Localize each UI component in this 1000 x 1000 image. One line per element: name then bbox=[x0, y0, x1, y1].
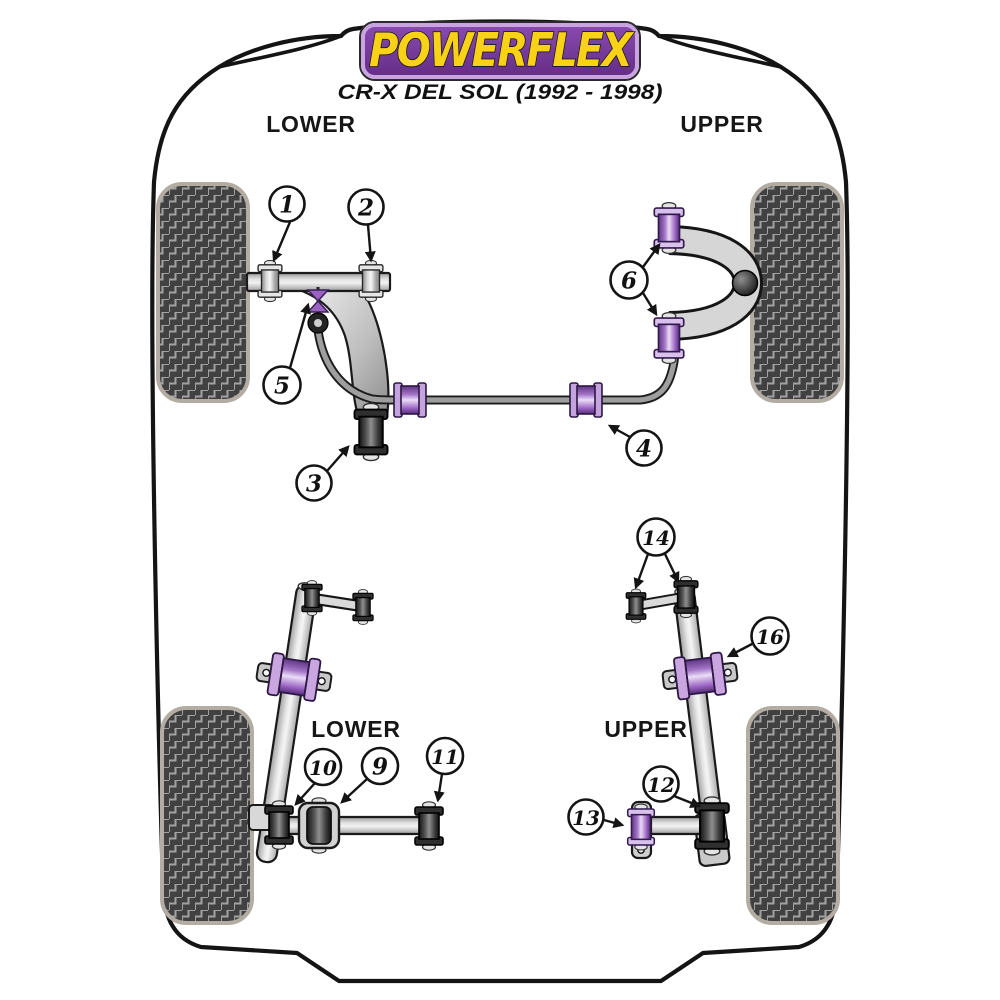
callout-11: 11 bbox=[425, 736, 465, 803]
callout-2-number: 2 bbox=[357, 195, 374, 222]
bushing-12 bbox=[694, 796, 730, 856]
callout-10: 10 bbox=[294, 747, 343, 806]
callout-10-number: 10 bbox=[309, 756, 337, 780]
rear-upper-label: UPPER bbox=[604, 716, 687, 742]
logo-badge bbox=[361, 23, 639, 79]
callout-5: 5 bbox=[262, 302, 311, 405]
vehicle-model-label: CR-X DEL SOL (1992 - 1998) bbox=[338, 80, 663, 104]
callout-3: 3 bbox=[295, 445, 350, 502]
callout-5-number: 5 bbox=[274, 373, 290, 400]
bushing-3 bbox=[353, 402, 389, 462]
car-body-outline bbox=[150, 19, 850, 984]
callout-1-number: 1 bbox=[279, 192, 295, 219]
callout-3-number: 3 bbox=[306, 471, 322, 498]
callout-2: 2 bbox=[347, 188, 385, 263]
callout-6-number: 6 bbox=[621, 268, 637, 295]
callout-12: 12 bbox=[642, 765, 702, 808]
rear-right-top-link bbox=[639, 594, 681, 609]
right-headlight-line bbox=[657, 34, 783, 69]
front-upper-label: UPPER bbox=[680, 111, 763, 137]
rear-lower-label: LOWER bbox=[311, 716, 401, 742]
bushing-14-inner bbox=[673, 575, 699, 619]
bushing-2 bbox=[358, 259, 384, 303]
left-headlight-line bbox=[217, 34, 343, 69]
drop-link-ring-center bbox=[314, 319, 322, 327]
callout-16: 16 bbox=[726, 616, 790, 658]
callout-16-number: 16 bbox=[756, 625, 784, 649]
bushing-14-outer bbox=[625, 588, 647, 624]
rear-left-link-bushing-outer bbox=[352, 588, 374, 626]
callouts: 1 2 5 3 4 6 bbox=[262, 185, 790, 836]
arb-bushing-right bbox=[569, 382, 603, 418]
bushing-13 bbox=[626, 803, 656, 851]
logo-outer-border bbox=[359, 21, 641, 81]
rear-left-top-link bbox=[314, 595, 361, 610]
bushing-9 bbox=[306, 806, 332, 845]
callout-11-number: 11 bbox=[431, 745, 459, 769]
bushing-6-bottom bbox=[653, 311, 685, 365]
rear-right-assembly bbox=[625, 575, 741, 868]
callout-13: 13 bbox=[567, 798, 625, 836]
callout-4-number: 4 bbox=[636, 436, 652, 463]
callout-9-number: 9 bbox=[372, 754, 388, 781]
powerflex-logo: POWERFLEX bbox=[359, 21, 641, 81]
bushing-1 bbox=[257, 259, 283, 303]
callout-13-number: 13 bbox=[572, 806, 600, 830]
callout-12-number: 12 bbox=[647, 773, 675, 797]
callout-9: 9 bbox=[340, 746, 400, 804]
bushing-11 bbox=[414, 800, 444, 852]
bushing-10 bbox=[264, 799, 294, 851]
callout-6: 6 bbox=[609, 242, 661, 317]
callout-4: 4 bbox=[607, 424, 663, 467]
front-upper-arm-assembly bbox=[653, 201, 764, 365]
tire-front-left bbox=[156, 182, 250, 403]
tire-rear-left bbox=[160, 706, 254, 925]
callout-1: 1 bbox=[268, 185, 306, 263]
rear-lower-arm-bar bbox=[268, 815, 434, 836]
callout-14-number: 14 bbox=[642, 526, 670, 550]
rear-right-lower-bar bbox=[643, 815, 709, 836]
steering-rack-x-bushing bbox=[306, 289, 330, 313]
arb-bushing-left bbox=[393, 382, 427, 418]
callout-14: 14 bbox=[633, 517, 680, 590]
rear-left-link-bushing-inner bbox=[301, 579, 323, 617]
ball-joint bbox=[731, 269, 759, 297]
tire-rear-right bbox=[746, 706, 840, 925]
brand-name: POWERFLEX bbox=[369, 23, 635, 77]
rear-left-assembly bbox=[248, 579, 444, 864]
tire-front-right bbox=[750, 182, 844, 403]
front-lower-label: LOWER bbox=[266, 111, 356, 137]
